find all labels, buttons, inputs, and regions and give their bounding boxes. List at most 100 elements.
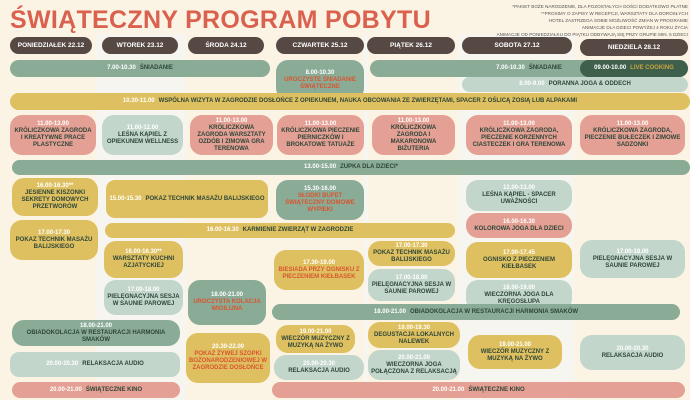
event-title: KRÓLICZKOWA ZAGRODA I MAKARONOWA BIŻUTER…: [390, 124, 437, 152]
event-title: OBIADOKOLACJA W RESTAURACJI HARMONIA SMA…: [409, 308, 579, 315]
event-time: 19.00-21.00: [498, 341, 532, 348]
event-title: BIESIADA PRZY OGNISKU Z PIECZENIEM KIEŁB…: [278, 266, 360, 280]
day-header-saturday: SOBOTA 27.12: [462, 37, 572, 54]
event-title: KRÓLICZKOWA ZAGRODA, PIECZENIE KORZENNYC…: [472, 128, 566, 148]
event-time: 18.00-21.00: [210, 292, 244, 298]
event-time: 20.00-21.00: [397, 354, 431, 361]
note: HOTEL ZASTRZEGA SOBIE MOŻLIWOŚĆ ZMIAN W …: [548, 18, 688, 23]
day-header-monday: PONIEDZIAŁEK 22.12: [10, 37, 92, 54]
note: *PAKIET BOŻE NARODZENIE, DLA POZOSTAŁYCH…: [512, 4, 688, 9]
event-title: KARMIENIE ZWIERZĄT W ZAGRODZIE: [242, 227, 354, 233]
event-time: 17.00-17.45: [502, 249, 536, 256]
event-time: 11.00-13.00: [503, 121, 535, 127]
event-title: ŚWIĄTECZNE KINO: [85, 386, 143, 393]
event-time: 17.00-18.00: [395, 274, 428, 281]
event-title: OGNISKO Z PIECZENIEM KIEŁBASEK: [482, 256, 555, 270]
event-title: PIELĘGNACYJNA SESJA W SAUNIE PAROWEJ: [107, 294, 180, 307]
event-title: KRÓLICZKOWA PIECZENIE PIERNICZKÓW I BROK…: [281, 128, 360, 148]
event-time: 7.00-10.30: [496, 65, 525, 71]
event-time: 16.00-16.30**: [36, 183, 74, 189]
event-title: LEŚNA KĄPIEL - SPACER UWAŻNOŚCI: [482, 192, 556, 205]
event-title: JESIENNE KISZONKI SEKRETY DOMOWYCH PRZET…: [21, 190, 89, 210]
event-title: RELAKSACJA AUDIO: [82, 361, 144, 367]
event-time: 20.00-20.30: [616, 345, 649, 352]
day-header-friday: PIĄTEK 26.12: [367, 37, 455, 54]
event-title: UROCZYSTE ŚNIADANIE ŚWIĄTECZNE: [284, 76, 356, 90]
event-title: UROCZYSTA KOLACJA WIGILIJNA: [193, 299, 261, 312]
event-title: SŁODKI BUFET ŚWIĄTECZNY DOMOWE WYPIEKI: [285, 193, 355, 213]
event-time: 17.30-19.00: [302, 259, 336, 266]
event-title: POKAZ TECHNIK MASAŻU BALIJSKIEGO: [145, 195, 265, 202]
event-time: 20.30-22.00: [211, 344, 245, 350]
day-header-thursday: CZWARTEK 25.12: [276, 37, 364, 54]
event-title: KRÓLICZKOWA ZAGRODA, PIECZENIE BUŁECZEK …: [584, 128, 681, 148]
event-title: WARSZTATY KUCHNI AZJATYCKIEJ: [112, 256, 175, 269]
page-title: ŚWIĄTECZNY PROGRAM POBYTU: [10, 6, 431, 34]
event-time: 19.00-19.30: [397, 324, 431, 331]
event-time: 19.00-21.00: [299, 328, 332, 335]
event-m2: 16.00-16.30**JESIENNE KISZONKI SEKRETY D…: [12, 178, 98, 216]
note: ANIMACJE DLA DZIECI POWYŻEJ 4 ROKU ŻYCIA: [581, 25, 688, 30]
event-title: KRÓLICZKOWA ZAGRODA I KREATYWNE PRACE PL…: [14, 128, 92, 148]
event-t3: 16.00-16.30**WARSZTATY KUCHNI AZJATYCKIE…: [104, 241, 183, 278]
event-time: 20.00-20.30: [46, 361, 79, 367]
event-time: 15.00-15.30: [109, 195, 142, 202]
event-time: 10.30-11.00: [122, 98, 155, 104]
event-title: RELAKSACJA AUDIO: [288, 367, 350, 374]
event-time: 11.00-13.00: [397, 117, 430, 124]
event-time: 11.00-12.00: [126, 124, 159, 131]
event-time: 16.00-16.30: [502, 218, 536, 225]
event-title: OBIADOKOLACJA W RESTAURACJI HARMONIA SMA…: [26, 329, 166, 343]
event-time: 8.00-10.30: [305, 69, 335, 76]
day-header-tuesday: WTOREK 23.12: [102, 37, 178, 54]
event-title: PORANNA JOGA & ODDECH: [548, 81, 631, 87]
event-title: PIELĘGNACYJNA SESJA W SAUNIE PAROWEJ: [371, 281, 452, 295]
event-title: POKAZ TECHNIK MASAŻU BALIJSKIEGO: [15, 236, 93, 250]
event-title: WIECZÓR MUZYCZNY Z MUZYKĄ NA ŻYWO: [281, 335, 350, 349]
event-title: ZUPKA DLA DZIECI*: [340, 164, 398, 170]
event-time: 20.00-20.30: [302, 360, 336, 367]
event-time: 20.00-21.00: [49, 386, 82, 393]
event-title: WIECZORNA JOGA POŁĄCZONA Z RELAKSACJĄ: [371, 361, 457, 375]
event-title: POKAZ ŻYWEJ SZOPKI BOŻONARODZENIOWEJ W Z…: [189, 351, 267, 371]
event-time: 17.00-17.30: [37, 229, 71, 236]
event-title: POKAZ TECHNIK MASAŻU BALIJSKIEGO: [373, 250, 450, 263]
event-time: 11.00-13.00: [304, 121, 337, 127]
event-title: KOLOROWA JOGA DLA DZIECI: [474, 225, 564, 232]
event-time: 20.00-21.00: [432, 386, 465, 393]
event-title: ŚNIADANIE: [528, 65, 562, 71]
day-header-sunday: NIEDZIELA 28.12: [580, 39, 688, 56]
event-title: WIECZÓR MUZYCZNY Z MUZYKĄ NA ŻYWO: [480, 348, 550, 362]
event-time: 18.00-19.00: [502, 285, 536, 291]
event-title: PIELĘGNACYJNA SESJA W SAUNIE PAROWEJ: [592, 255, 673, 269]
